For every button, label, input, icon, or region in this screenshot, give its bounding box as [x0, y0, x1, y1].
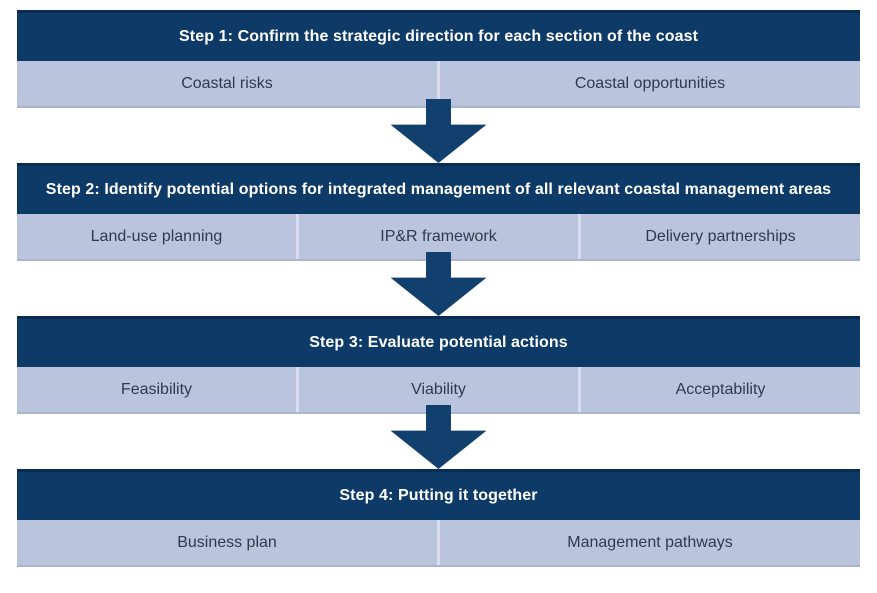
cell-label: Delivery partnerships	[645, 227, 796, 245]
cell-label: Viability	[411, 380, 466, 398]
step-4-title: Step 4: Putting it together	[339, 487, 538, 504]
step-4-header: Step 4: Putting it together	[17, 469, 860, 520]
step-4-row: Business plan Management pathways	[17, 520, 860, 567]
coastal-management-process-diagram: Step 1: Confirm the strategic direction …	[17, 10, 860, 567]
cell-delivery-partnerships: Delivery partnerships	[578, 214, 860, 259]
cell-acceptability: Acceptability	[578, 367, 860, 412]
step-2-title: Step 2: Identify potential options for i…	[45, 181, 832, 198]
step-2-header: Step 2: Identify potential options for i…	[17, 163, 860, 214]
cell-viability: Viability	[296, 367, 578, 412]
cell-label: Coastal opportunities	[574, 74, 726, 92]
step-1-row: Coastal risks Coastal opportunities	[17, 61, 860, 108]
cell-label: Feasibility	[120, 380, 193, 398]
down-arrow-icon	[390, 252, 487, 316]
cell-coastal-risks: Coastal risks	[17, 61, 437, 106]
down-arrow-icon	[390, 99, 487, 163]
step-3-title: Step 3: Evaluate potential actions	[309, 334, 568, 351]
step-1-title: Step 1: Confirm the strategic direction …	[179, 28, 698, 45]
cell-ipr-framework: IP&R framework	[296, 214, 578, 259]
step-1-header: Step 1: Confirm the strategic direction …	[17, 10, 860, 61]
step-3-row: Feasibility Viability Acceptability	[17, 367, 860, 414]
cell-management-pathways: Management pathways	[437, 520, 860, 565]
cell-business-plan: Business plan	[17, 520, 437, 565]
step-3-header: Step 3: Evaluate potential actions	[17, 316, 860, 367]
cell-label: Land-use planning	[90, 227, 223, 245]
step-2: Step 2: Identify potential options for i…	[17, 163, 860, 261]
arrow-gap-2	[17, 252, 860, 316]
cell-label: Acceptability	[675, 380, 766, 398]
cell-feasibility: Feasibility	[17, 367, 296, 412]
cell-label: IP&R framework	[380, 227, 497, 245]
cell-label: Business plan	[177, 533, 277, 551]
arrow-gap-1	[17, 99, 860, 163]
step-4: Step 4: Putting it together Business pla…	[17, 469, 860, 567]
cell-land-use-planning: Land-use planning	[17, 214, 296, 259]
cell-label: Management pathways	[567, 533, 733, 551]
cell-label: Coastal risks	[181, 74, 273, 92]
down-arrow-icon	[390, 405, 487, 469]
step-3: Step 3: Evaluate potential actions Feasi…	[17, 316, 860, 414]
cell-coastal-opportunities: Coastal opportunities	[437, 61, 860, 106]
arrow-gap-3	[17, 405, 860, 469]
step-1: Step 1: Confirm the strategic direction …	[17, 10, 860, 108]
